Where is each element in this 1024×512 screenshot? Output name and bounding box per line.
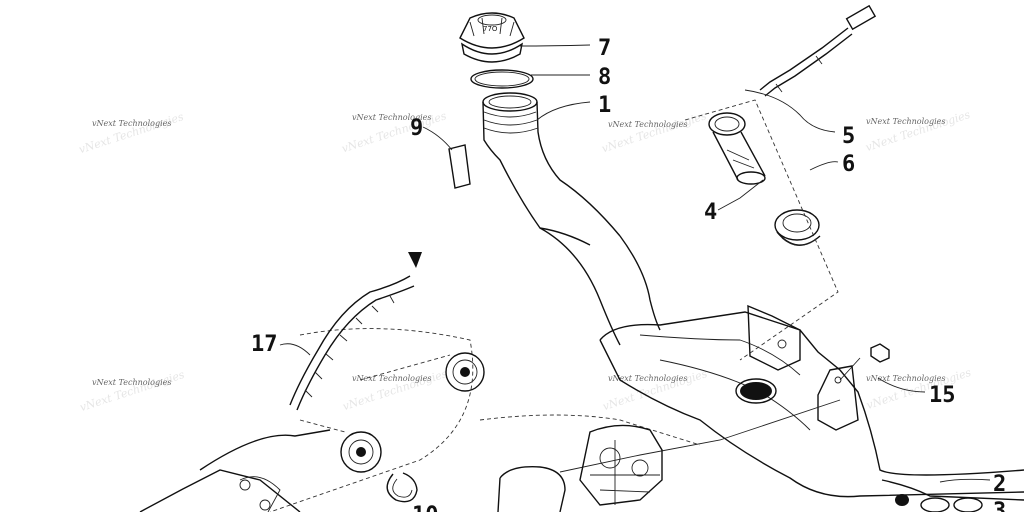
leader-lines	[279, 44, 991, 483]
watermark-6: vNext Technologies vNext Technologies	[341, 367, 449, 413]
callout-8: 8	[598, 65, 611, 90]
engine-parts	[497, 424, 663, 512]
callout-17: 17	[251, 332, 278, 357]
hex-nut	[870, 343, 890, 363]
grommet	[774, 209, 821, 246]
svg-text:vNext Technologies: vNext Technologies	[864, 108, 972, 154]
callout-15: 15	[929, 383, 956, 408]
svg-text:77O: 77O	[483, 25, 498, 33]
callout-2: 2	[993, 472, 1006, 497]
retaining-clip	[386, 472, 418, 503]
watermark-text: vNext Technologies	[866, 117, 945, 126]
watermark-text: vNext Technologies	[352, 113, 431, 122]
watermark-4: vNext Technologies vNext Technologies	[864, 108, 972, 154]
svg-text:vNext Technologies: vNext Technologies	[77, 110, 185, 156]
watermark-8: vNext Technologies vNext Technologies	[865, 366, 973, 412]
fuel-tank	[599, 304, 1024, 512]
callout-6: 6	[842, 152, 855, 177]
watermark-3: vNext Technologies vNext Technologies	[600, 109, 708, 155]
watermark-text: vNext Technologies	[866, 374, 945, 383]
fuel-sender	[708, 112, 766, 185]
svg-text:vNext Technologies: vNext Technologies	[865, 366, 973, 412]
callout-5: 5	[842, 124, 855, 149]
drive-chain	[139, 352, 485, 512]
watermark-text: vNext Technologies	[92, 378, 171, 387]
callout-3: 3	[993, 499, 1006, 512]
callout-9: 9	[410, 116, 423, 141]
callout-4: 4	[704, 200, 717, 225]
callout-10: 10	[412, 503, 439, 512]
watermark-5: vNext Technologies vNext Technologies	[78, 368, 186, 414]
gasket-ring	[470, 69, 534, 89]
watermark-1: vNext Technologies vNext Technologies	[77, 110, 185, 156]
watermark-text: vNext Technologies	[608, 120, 687, 129]
sensor-wire	[759, 4, 877, 97]
watermark-text: vNext Technologies	[608, 374, 687, 383]
svg-text:vNext Technologies: vNext Technologies	[78, 368, 186, 414]
watermark-text: vNext Technologies	[352, 374, 431, 383]
watermark-text: vNext Technologies	[92, 119, 171, 128]
filler-neck	[482, 92, 661, 346]
assembly-lines	[269, 99, 861, 512]
callout-7: 7	[598, 36, 611, 61]
decal-label	[448, 144, 471, 189]
fuel-cap: 77O	[459, 12, 525, 63]
callout-1: 1	[598, 93, 611, 118]
svg-text:vNext Technologies: vNext Technologies	[600, 109, 708, 155]
vent-hose	[289, 252, 422, 411]
callouts: 7 8 1 9 5 6 4 17 15 2 3 10	[251, 36, 1006, 512]
